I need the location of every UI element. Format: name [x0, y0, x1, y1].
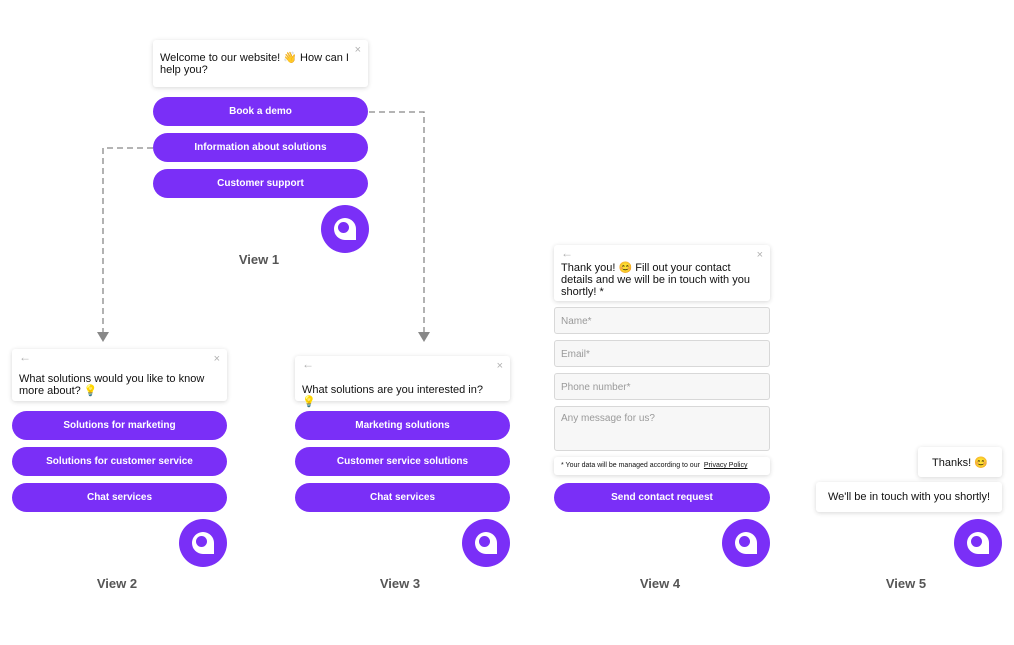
back-arrow-icon[interactable]: ← [19, 350, 31, 364]
chat-bubble-logo-icon[interactable] [722, 519, 770, 567]
privacy-note: * Your data will be managed according to… [554, 457, 770, 475]
close-icon[interactable]: × [213, 353, 220, 365]
view2-question-card: ← × What solutions would you like to kno… [12, 349, 227, 401]
email-placeholder: Email* [561, 349, 590, 360]
chat-bubble-logo-icon[interactable] [954, 519, 1002, 567]
arrow-view1-to-view3 [369, 111, 425, 332]
view1-greeting-text: Welcome to our website! 👋 How can I help… [160, 52, 349, 76]
customer-service-solutions-button[interactable]: Customer service solutions [295, 447, 510, 476]
chat-services-button[interactable]: Chat services [295, 483, 510, 512]
information-solutions-button[interactable]: Information about solutions [153, 133, 368, 162]
send-contact-request-button[interactable]: Send contact request [554, 483, 770, 512]
privacy-note-text: * Your data will be managed according to… [561, 462, 700, 469]
solutions-marketing-button[interactable]: Solutions for marketing [12, 411, 227, 440]
view1-greeting-card: × Welcome to our website! 👋 How can I he… [153, 40, 368, 87]
user-thanks-bubble: Thanks! 😊 [918, 447, 1002, 477]
view3-question-card: ← × What solutions are you interested in… [295, 356, 510, 408]
view3-question-text: What solutions are you interested in? 💡 [302, 384, 483, 408]
customer-support-button[interactable]: Customer support [153, 169, 368, 198]
chat-bubble-logo-icon[interactable] [321, 205, 369, 253]
phone-field[interactable]: Phone number* [554, 373, 770, 400]
privacy-policy-link[interactable]: Privacy Policy [703, 462, 748, 469]
back-arrow-icon[interactable]: ← [561, 246, 573, 260]
message-field[interactable]: Any message for us? [554, 406, 770, 451]
phone-placeholder: Phone number* [561, 382, 631, 393]
book-demo-button[interactable]: Book a demo [153, 97, 368, 126]
view4-label: View 4 [639, 576, 681, 591]
message-placeholder: Any message for us? [561, 413, 655, 424]
email-field[interactable]: Email* [554, 340, 770, 367]
bot-reply-bubble: We'll be in touch with you shortly! [816, 482, 1002, 512]
close-icon[interactable]: × [756, 249, 763, 261]
arrowhead-view3 [418, 332, 430, 342]
view5-label: View 5 [885, 576, 927, 591]
name-field[interactable]: Name* [554, 307, 770, 334]
arrowhead-view2 [97, 332, 109, 342]
solutions-customer-service-button[interactable]: Solutions for customer service [12, 447, 227, 476]
view1-label: View 1 [238, 252, 280, 267]
view2-question-text: What solutions would you like to know mo… [19, 373, 205, 397]
chat-bubble-logo-icon[interactable] [462, 519, 510, 567]
name-placeholder: Name* [561, 316, 592, 327]
view3-label: View 3 [379, 576, 421, 591]
chat-services-button[interactable]: Chat services [12, 483, 227, 512]
view4-message-card: ← × Thank you! 😊 Fill out your contact d… [554, 245, 770, 301]
close-icon[interactable]: × [354, 44, 361, 56]
arrow-view1-to-view2 [102, 147, 153, 332]
chat-bubble-logo-icon[interactable] [179, 519, 227, 567]
marketing-solutions-button[interactable]: Marketing solutions [295, 411, 510, 440]
back-arrow-icon[interactable]: ← [302, 357, 314, 371]
close-icon[interactable]: × [496, 360, 503, 372]
view2-label: View 2 [96, 576, 138, 591]
view4-message-text: Thank you! 😊 Fill out your contact detai… [561, 262, 750, 298]
